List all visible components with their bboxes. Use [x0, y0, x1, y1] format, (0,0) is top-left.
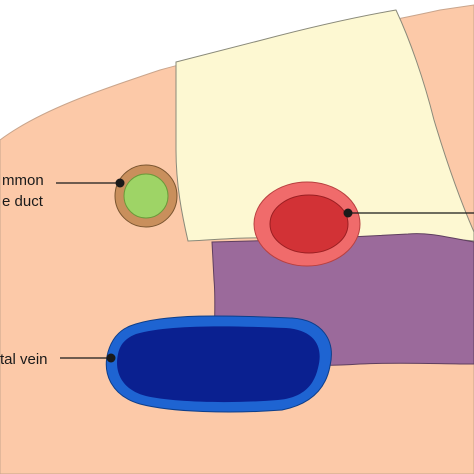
bile-duct-leader-dot — [115, 178, 125, 188]
portal-vein-label: tal vein — [0, 351, 48, 368]
artery-inner — [269, 194, 349, 254]
artery-leader-dot — [343, 208, 353, 218]
bile-duct-label-line1: mmon — [2, 172, 44, 189]
portal-vein-leader-dot — [106, 353, 116, 363]
bile-duct-inner — [123, 173, 169, 219]
bile-duct-label-line2: e duct — [2, 193, 44, 210]
portal-vein-inner — [117, 326, 320, 403]
